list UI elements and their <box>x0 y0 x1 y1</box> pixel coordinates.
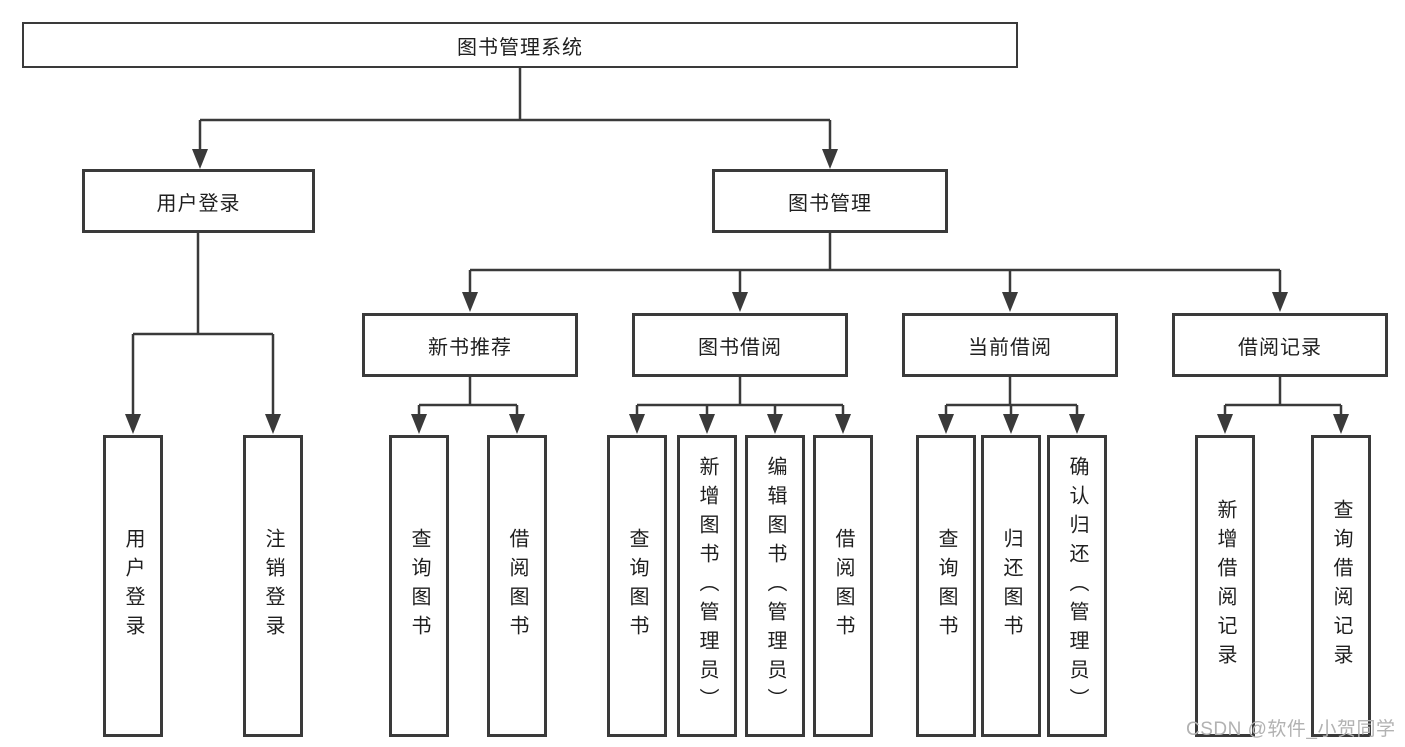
connector-bookmgmt-to-level3 <box>462 233 1288 312</box>
leaf-confirm-return-admin: 确认归还（管理员） <box>1047 435 1107 737</box>
node-label: 图书管理系统 <box>457 36 583 59</box>
leaf-user-login: 用户登录 <box>103 435 163 737</box>
leaf-return-books: 归还图书 <box>981 435 1041 737</box>
node-label: 确认归还（管理员） <box>1066 455 1088 717</box>
node-label: 当前借阅 <box>968 336 1052 359</box>
leaf-query-books-current: 查询图书 <box>916 435 976 737</box>
node-label: 借阅图书 <box>506 528 528 644</box>
node-label: 新书推荐 <box>428 336 512 359</box>
csdn-watermark: CSDN @软件_小贺同学 <box>1186 719 1396 740</box>
node-library-management-system: 图书管理系统 <box>22 22 1018 68</box>
leaf-edit-books-admin: 编辑图书（管理员） <box>745 435 805 737</box>
connector-root-to-level2 <box>192 68 838 169</box>
node-label: 查询借阅记录 <box>1330 499 1352 673</box>
node-current-borrowing: 当前借阅 <box>902 313 1118 377</box>
node-label: 归还图书 <box>1000 528 1022 644</box>
node-label: 新增图书（管理员） <box>696 455 718 717</box>
leaf-add-books-admin: 新增图书（管理员） <box>677 435 737 737</box>
node-label: 注销登录 <box>262 528 284 644</box>
node-label: 查询图书 <box>935 528 957 644</box>
node-label: 新增借阅记录 <box>1214 499 1236 673</box>
node-label: 图书管理 <box>788 192 872 215</box>
leaf-query-borrow-record: 查询借阅记录 <box>1311 435 1371 737</box>
connector-borrowing-to-leaves <box>629 377 851 434</box>
node-label: 借阅图书 <box>832 528 854 644</box>
connector-current-to-leaves <box>938 377 1085 434</box>
leaf-query-books-recommend: 查询图书 <box>389 435 449 737</box>
node-label: 查询图书 <box>626 528 648 644</box>
node-label: 查询图书 <box>408 528 430 644</box>
node-book-borrowing: 图书借阅 <box>632 313 848 377</box>
connector-newbooks-to-leaves <box>411 377 525 434</box>
node-label: 用户登录 <box>156 192 241 215</box>
node-new-book-recommendation: 新书推荐 <box>362 313 578 377</box>
leaf-borrow-books-recommend: 借阅图书 <box>487 435 547 737</box>
leaf-query-books-borrowing: 查询图书 <box>607 435 667 737</box>
leaf-add-borrow-record: 新增借阅记录 <box>1195 435 1255 737</box>
node-label: 借阅记录 <box>1238 336 1322 359</box>
leaf-logout: 注销登录 <box>243 435 303 737</box>
node-book-management-branch: 图书管理 <box>712 169 948 233</box>
node-user-login-branch: 用户登录 <box>82 169 315 233</box>
leaf-borrow-books-borrowing: 借阅图书 <box>813 435 873 737</box>
connector-records-to-leaves <box>1217 377 1349 434</box>
connector-userlogin-to-leaves <box>125 233 281 434</box>
node-borrowing-records: 借阅记录 <box>1172 313 1388 377</box>
node-label: 用户登录 <box>122 528 144 644</box>
node-label: 编辑图书（管理员） <box>764 455 786 717</box>
node-label: 图书借阅 <box>698 336 782 359</box>
